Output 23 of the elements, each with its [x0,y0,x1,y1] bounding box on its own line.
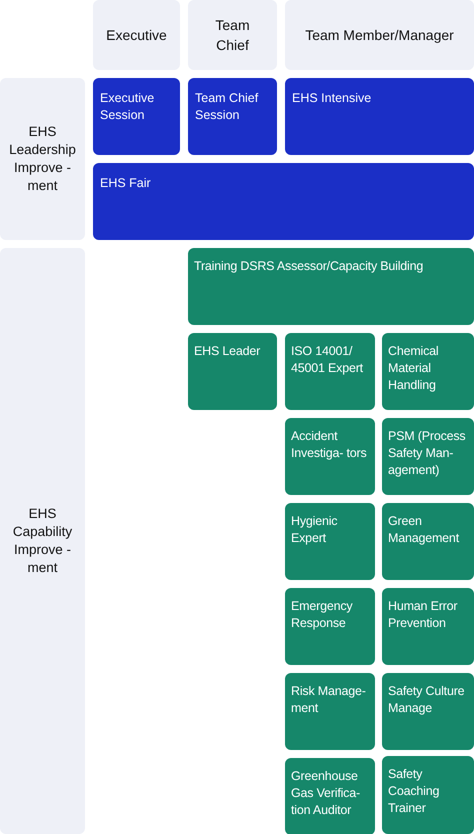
program-box: Human Error Prevention [382,588,474,665]
program-box: Safety Culture Manage [382,673,474,750]
program-box: Green Management [382,503,474,580]
column-header: Team Member/Manager [285,0,474,70]
program-box: Risk Manage- ment [285,673,375,750]
row-header: EHS Capability Improve -ment [0,248,85,834]
program-box: Executive Session [93,78,180,155]
program-box: PSM (Process Safety Man- agement) [382,418,474,495]
program-box: Accident Investiga- tors [285,418,375,495]
program-box: Emergency Response [285,588,375,665]
program-box: EHS Fair [93,163,474,240]
column-header: Executive [93,0,180,70]
program-box: Greenhouse Gas Verifica- tion Auditor [285,758,375,834]
program-box: Safety Coaching Trainer [382,756,474,834]
column-header: Team Chief [188,0,277,70]
program-box: Team Chief Session [188,78,277,155]
row-header: EHS Leadership Improve -ment [0,78,85,240]
program-box: Chemical Material Handling [382,333,474,410]
program-box: EHS Intensive [285,78,474,155]
program-box: Hygienic Expert [285,503,375,580]
program-box: EHS Leader [188,333,277,410]
program-box: Training DSRS Assessor/Capacity Building [188,248,474,325]
program-box: ISO 14001/ 45001 Expert [285,333,375,410]
